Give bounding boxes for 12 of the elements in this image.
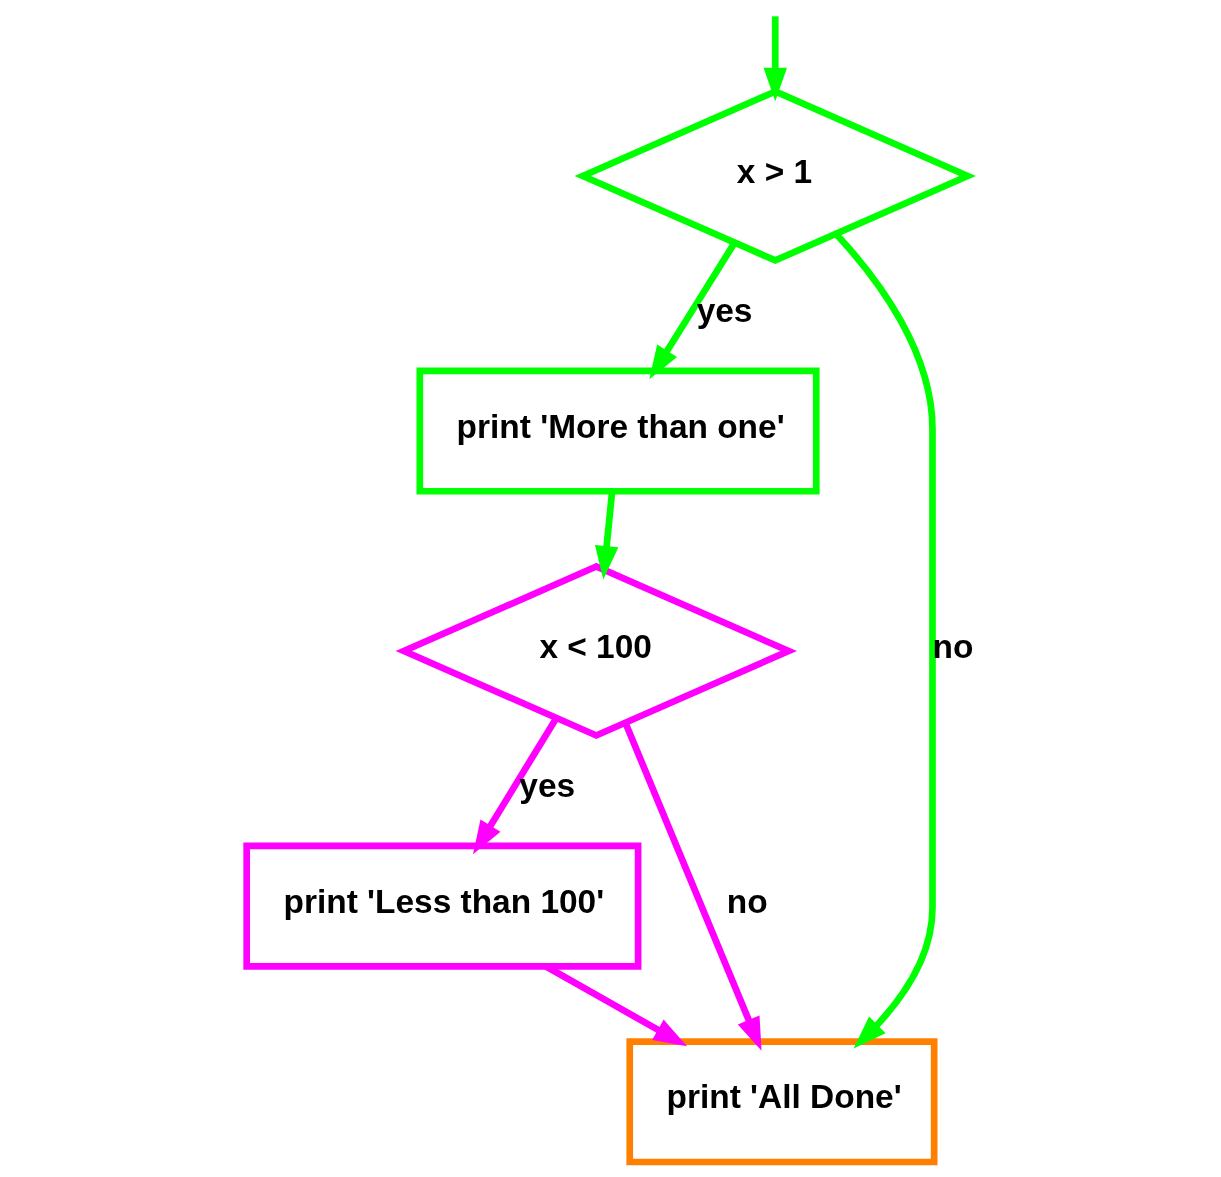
arrow (622, 721, 762, 1051)
edge-label: no (726, 882, 768, 920)
node-diamond: x > 1 (574, 87, 976, 265)
node-box: print 'All Done' (626, 1038, 938, 1166)
node-box: print 'More than one' (416, 367, 820, 495)
edge-label: yes (696, 292, 753, 330)
arrow (594, 491, 619, 580)
node-diamond: x < 100 (395, 562, 797, 740)
edge-label: yes (519, 767, 576, 805)
arrow (473, 716, 560, 855)
arrow (649, 241, 738, 380)
node-box: print 'Less than 100' (243, 842, 642, 970)
